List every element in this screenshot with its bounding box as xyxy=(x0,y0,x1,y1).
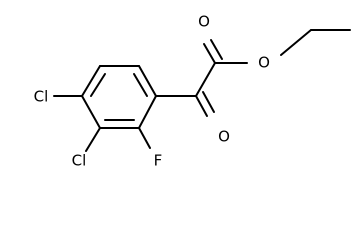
bond-ring-c4-c5 xyxy=(81,65,101,97)
atom-o-ketone: O xyxy=(218,128,230,146)
bond-ring-c6-c1 xyxy=(138,65,157,97)
bond-o-ch2 xyxy=(280,29,312,56)
bond-ester-co-double xyxy=(210,39,223,60)
bond-ring-c1-c2 xyxy=(138,95,157,129)
benzene-ring xyxy=(81,65,157,129)
atom-cl-4: Cl xyxy=(34,88,49,106)
bond-ring-c6-c1-inner xyxy=(133,73,148,97)
bond-ring-c3-c4 xyxy=(81,95,101,129)
atom-cl-3: Cl xyxy=(72,152,87,170)
bond-ketone-co xyxy=(195,95,208,117)
atom-f-2: F xyxy=(154,152,163,170)
chemical-structure: O O O Cl Cl F xyxy=(34,13,351,170)
atom-o-ether: O xyxy=(258,54,270,72)
atom-o-ester-carbonyl: O xyxy=(198,13,210,31)
bond-ketone-to-ester xyxy=(195,62,216,97)
bond-ester-co xyxy=(203,43,216,64)
bond-ketone-co-double xyxy=(202,91,215,113)
bond-c3-cl xyxy=(85,127,101,152)
bond-ring-c4-c5-inner xyxy=(90,73,106,97)
bond-c2-f xyxy=(138,127,151,149)
